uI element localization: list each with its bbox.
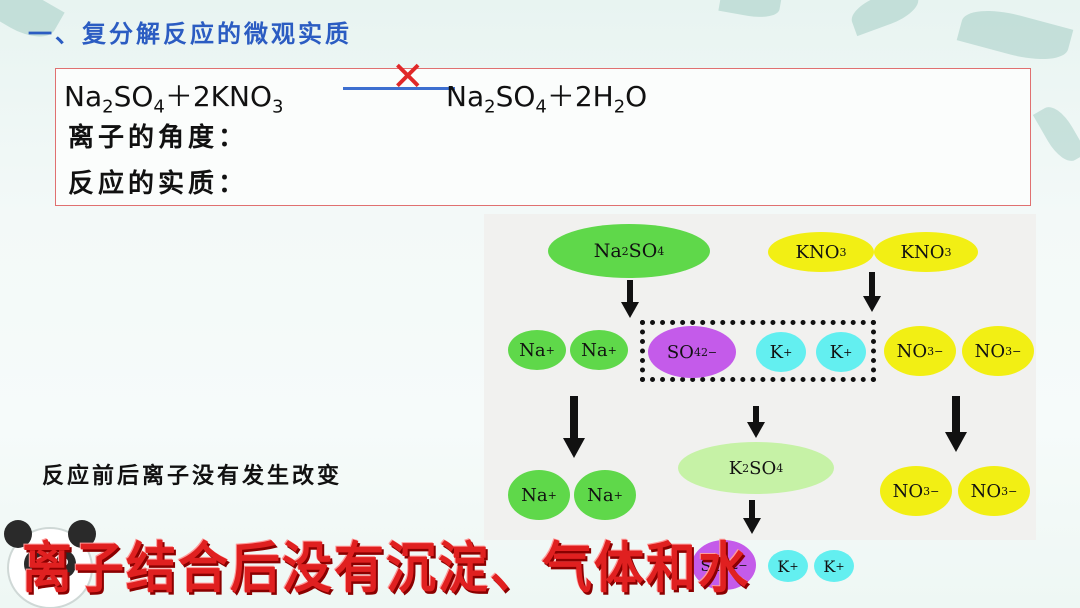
na-plus-ion: Na+	[574, 470, 636, 520]
down-arrow	[746, 406, 766, 440]
essence-label: 反应的实质：	[68, 169, 249, 199]
down-arrow	[742, 500, 762, 536]
leaf-decoration	[718, 0, 782, 22]
na-plus-ion: Na+	[508, 330, 566, 370]
leaf-decoration	[1032, 101, 1080, 167]
conclusion-text: 离子结合后没有沉淀、气体和水	[22, 535, 750, 601]
leaf-decoration	[956, 1, 1074, 69]
reaction-arrow	[343, 87, 455, 90]
k-plus-ion: K+	[768, 550, 808, 582]
equation-box: Na2SO4＋2KNO3 ✕ Na2SO4＋2H2O 离子的角度： 反应的实质：	[55, 57, 1031, 206]
note-text: 反应前后离子没有发生改变	[42, 464, 343, 489]
equation-products: Na2SO4＋2H2O	[446, 80, 648, 118]
cross-icon: ✕	[391, 54, 425, 100]
k-plus-ion: K+	[756, 332, 806, 372]
down-arrow	[562, 396, 586, 460]
down-arrow	[620, 280, 640, 320]
leaf-decoration	[846, 0, 924, 37]
na-plus-ion: Na+	[570, 330, 628, 370]
na-plus-ion: Na+	[508, 470, 570, 520]
k-plus-ion: K+	[816, 332, 866, 372]
ion-view-label: 离子的角度：	[68, 123, 249, 153]
panda-illustration	[4, 520, 96, 608]
reaction-zone-box	[640, 320, 876, 382]
down-arrow	[862, 272, 882, 314]
down-arrow	[944, 396, 968, 454]
slide-title: 一、复分解反应的微观实质	[28, 20, 352, 48]
k-plus-ion: K+	[814, 550, 854, 582]
equation-reactants: Na2SO4＋2KNO3	[64, 80, 284, 118]
